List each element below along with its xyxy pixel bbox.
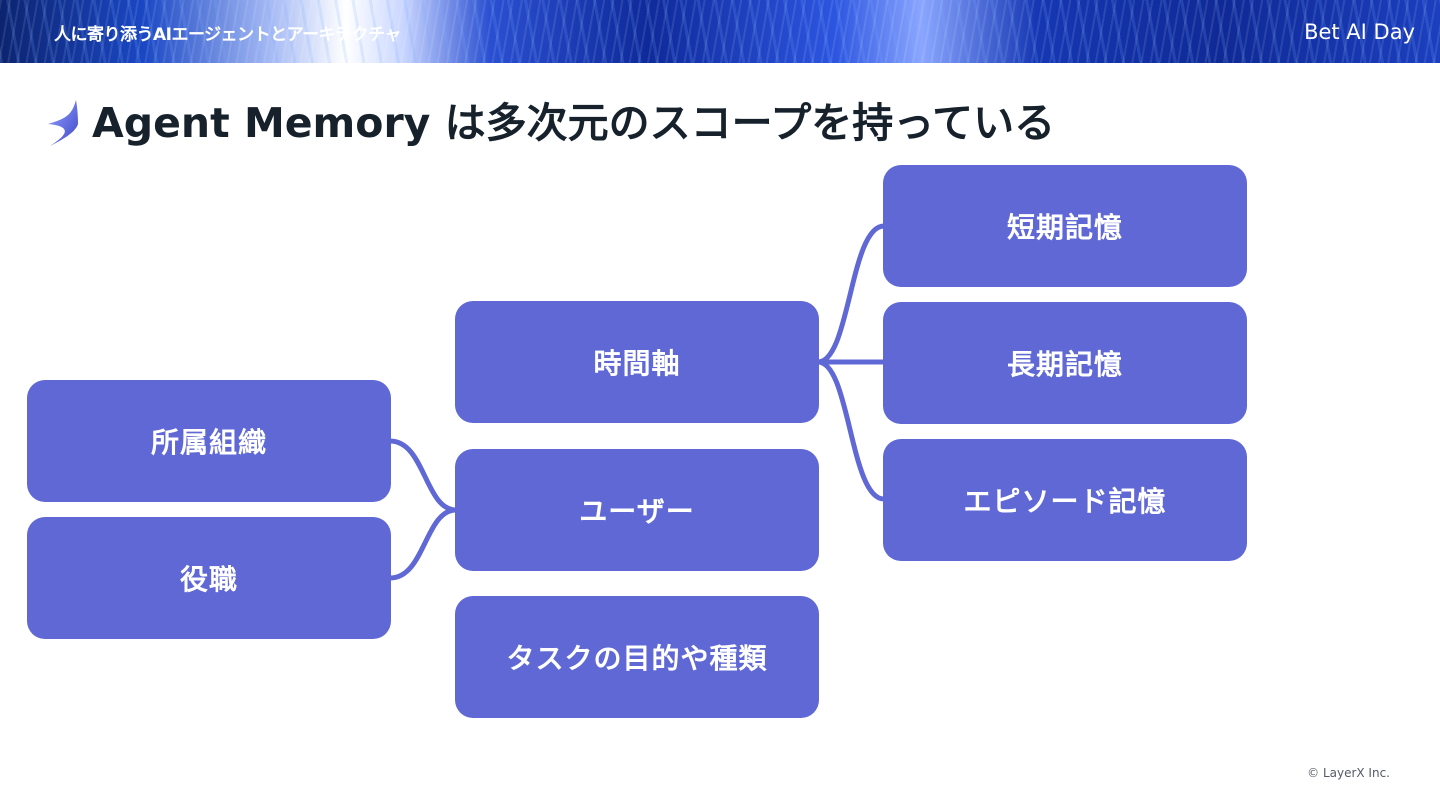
connector-role-user bbox=[387, 507, 459, 581]
node-episodic-memory: エピソード記憶 bbox=[883, 439, 1247, 561]
node-user: ユーザー bbox=[455, 449, 819, 571]
series-title: 人に寄り添うAIエージェントとアーキテクチャ bbox=[54, 25, 401, 45]
node-role: 役職 bbox=[27, 517, 391, 639]
connector-time-short bbox=[815, 223, 887, 365]
node-short-term-memory: 短期記憶 bbox=[883, 165, 1247, 287]
node-organization: 所属組織 bbox=[27, 380, 391, 502]
sparkle-icon bbox=[48, 100, 78, 146]
event-logo: Bet AI Day bbox=[1304, 20, 1415, 44]
page-title: Agent Memory は多次元のスコープを持っている bbox=[92, 99, 1056, 147]
node-time-axis: 時間軸 bbox=[455, 301, 819, 423]
connector-org-user bbox=[387, 438, 459, 513]
copyright: © LayerX Inc. bbox=[1307, 766, 1390, 780]
node-long-term-memory: 長期記憶 bbox=[883, 302, 1247, 424]
header-banner: 人に寄り添うAIエージェントとアーキテクチャ Bet AI Day bbox=[0, 0, 1440, 63]
connector-time-episodic bbox=[815, 359, 887, 502]
node-task: タスクの目的や種類 bbox=[455, 596, 819, 718]
